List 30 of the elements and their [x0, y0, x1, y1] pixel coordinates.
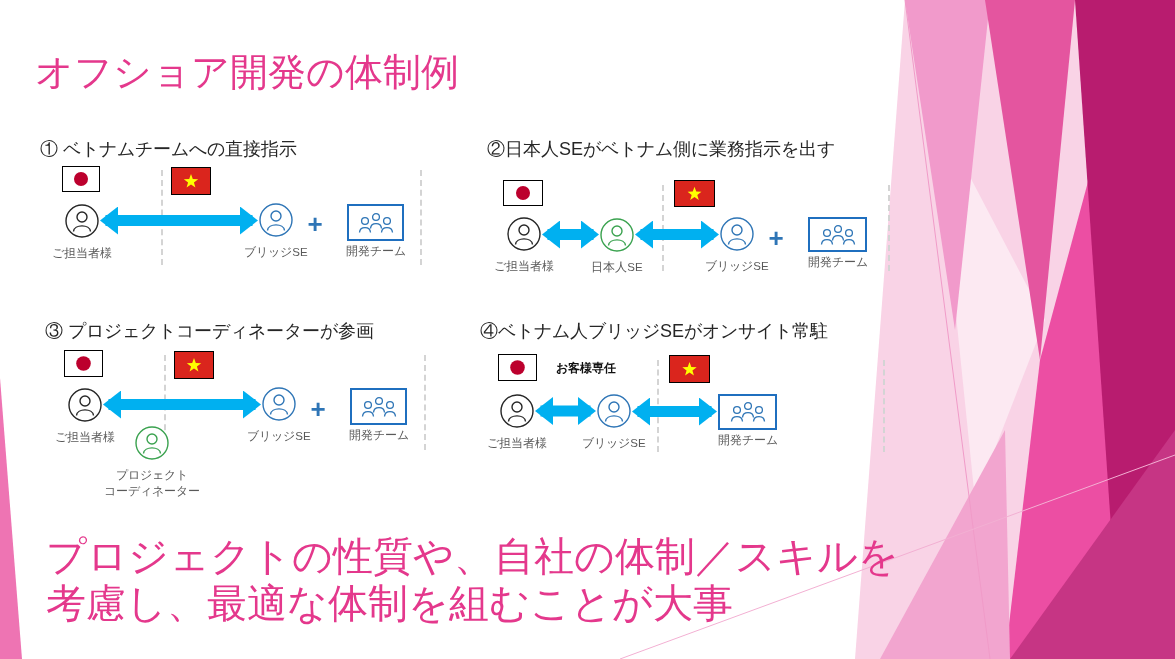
role-label: 開発チーム [348, 428, 409, 443]
section-heading: ②日本人SEがベトナム側に業務指示を出す [487, 138, 835, 160]
role-label: ブリッジSE [705, 259, 769, 274]
role-label: ご担当者様 [494, 259, 554, 274]
role-label: ご担当者様 [487, 436, 547, 451]
double-arrow [100, 206, 258, 235]
role-label: ご担当者様 [52, 246, 112, 261]
role-label: ブリッジSE [244, 245, 308, 260]
plus-sign: + [310, 396, 326, 422]
plus-sign: + [768, 225, 784, 251]
double-arrow [632, 397, 717, 426]
role-label: 開発チーム [717, 433, 778, 448]
plus-sign: + [307, 211, 323, 237]
double-arrow [542, 220, 599, 249]
section-heading: ① ベトナムチームへの直接指示 [40, 138, 297, 160]
double-arrow [535, 397, 596, 425]
annotation-text: お客様専任 [556, 361, 616, 376]
role-label: 開発チーム [807, 255, 868, 270]
role-label: ブリッジSE [247, 429, 311, 444]
slide-title: オフショア開発の体制例 [35, 50, 459, 94]
role-label: 開発チーム [345, 244, 406, 259]
role-label: プロジェクトコーディネーター [104, 468, 200, 499]
double-arrow [103, 390, 261, 419]
section-heading: ④ベトナム人ブリッジSEがオンサイト常駐 [480, 320, 828, 342]
double-arrow [635, 220, 719, 249]
role-label: ブリッジSE [582, 436, 646, 451]
section-heading: ③ プロジェクトコーディネーターが参画 [45, 320, 374, 342]
caption-text: プロジェクトの性質や、自社の体制／スキルを考慮し、最適な体制を組むことが大事 [46, 533, 900, 627]
role-label: ご担当者様 [55, 430, 115, 445]
role-label: 日本人SE [591, 260, 643, 275]
